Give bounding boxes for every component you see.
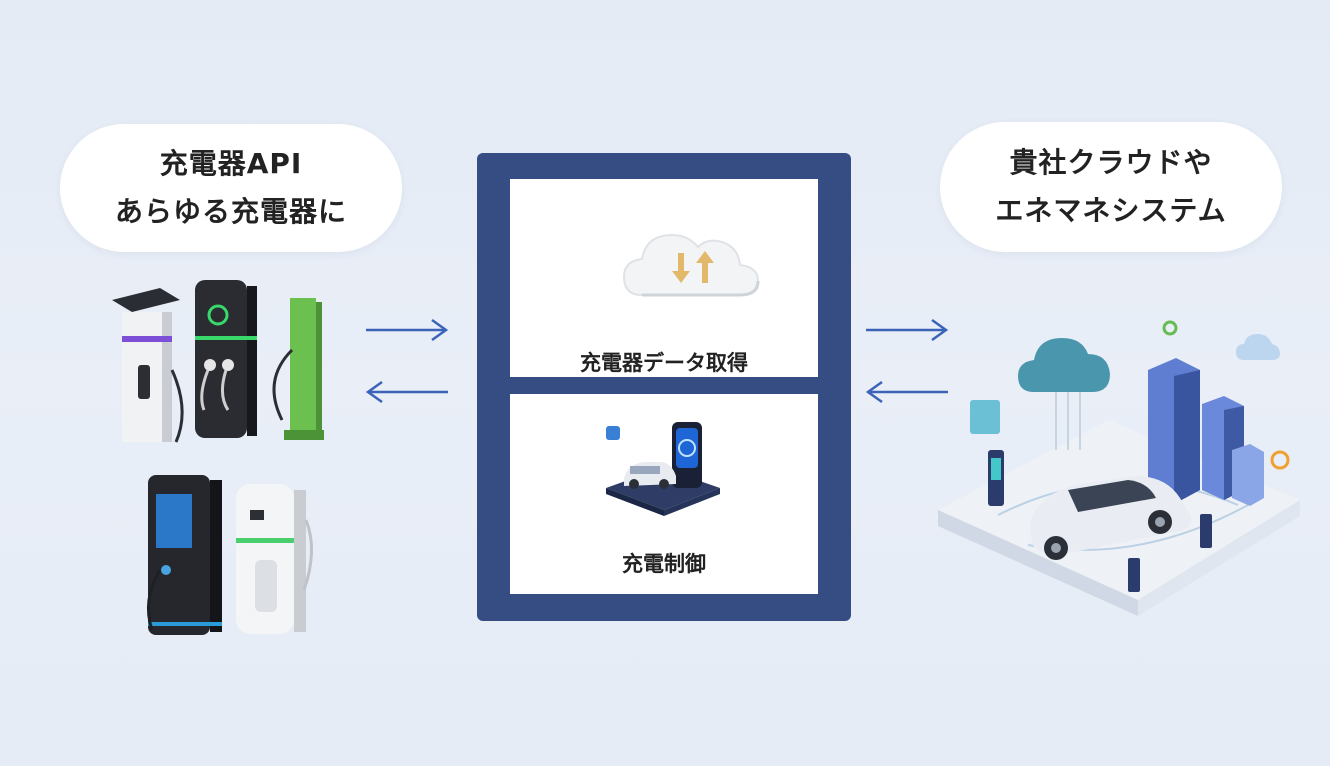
charging-station-icon — [606, 422, 720, 516]
arrow-right-to-hub — [865, 380, 948, 404]
right-bubble-subtitle: エネマネシステム — [995, 194, 1227, 227]
charger-green — [272, 298, 324, 440]
cloud-sync-icon — [622, 233, 760, 297]
chargers-illustration — [112, 280, 324, 635]
left-bubble: 充電器API あらゆる充電器に — [60, 124, 402, 252]
charger-black — [195, 280, 257, 438]
arrow-left-to-hub — [366, 318, 449, 342]
charger-white-tall — [112, 288, 184, 443]
charger-white-rounded — [236, 484, 314, 634]
charger-black-large — [146, 475, 222, 635]
charge-control-panel: 充電制御 — [510, 394, 818, 594]
arrow-hub-to-left — [365, 380, 448, 404]
left-bubble-title: 充電器API — [159, 147, 303, 180]
smart-city-illustration — [938, 320, 1300, 616]
charge-control-label: 充電制御 — [622, 552, 706, 576]
data-acquisition-label: 充電器データ取得 — [580, 351, 748, 375]
data-acquisition-panel: 充電器データ取得 — [510, 179, 818, 377]
arrow-hub-to-right — [866, 318, 949, 342]
left-bubble-subtitle: あらゆる充電器に — [114, 195, 347, 228]
hub-box: 充電器データ取得 充電制御 — [477, 153, 851, 621]
right-bubble-title: 貴社クラウドや — [1009, 146, 1213, 179]
right-bubble: 貴社クラウドや エネマネシステム — [940, 122, 1282, 252]
